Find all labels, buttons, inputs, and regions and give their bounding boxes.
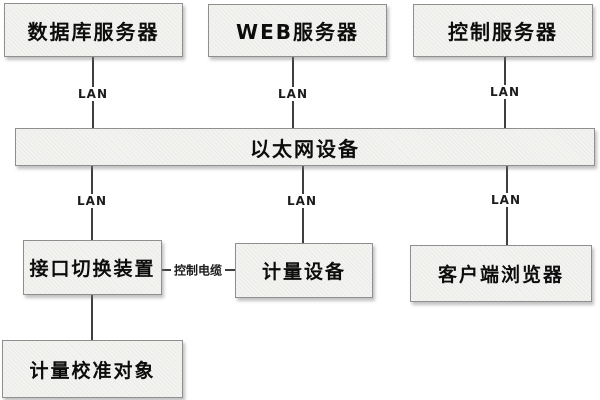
- node-interface-switch: 接口切换装置: [23, 240, 162, 295]
- node-control-server: 控制服务器: [413, 4, 593, 57]
- lan-label-switch: LAN: [74, 194, 110, 208]
- node-web-server: WEB服务器: [208, 4, 387, 57]
- node-metering-device: 计量设备: [235, 243, 373, 298]
- lan-label-control: LAN: [487, 85, 523, 99]
- lan-label-db: LAN: [75, 87, 111, 101]
- lan-label-web: LAN: [275, 87, 311, 101]
- node-ethernet-bus: 以太网设备: [15, 128, 595, 166]
- node-client-browser: 客户端浏览器: [410, 245, 592, 302]
- node-database-server: 数据库服务器: [4, 3, 183, 57]
- edge-switch-to-target: [91, 295, 93, 340]
- control-cable-label: 控制电缆: [170, 261, 226, 279]
- node-calibration-target: 计量校准对象: [2, 340, 183, 398]
- lan-label-metering: LAN: [284, 194, 320, 208]
- lan-label-browser: LAN: [488, 193, 524, 207]
